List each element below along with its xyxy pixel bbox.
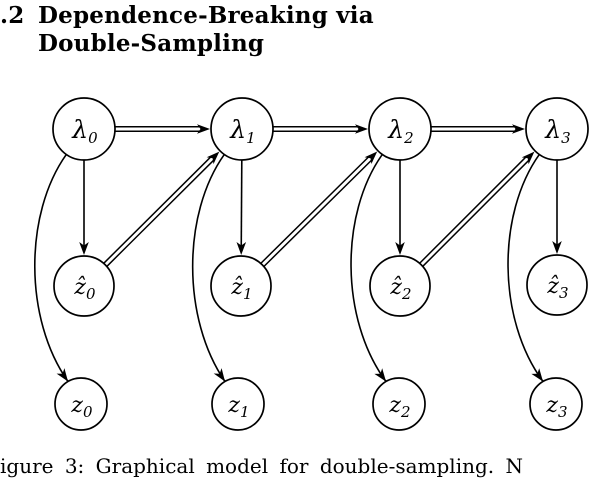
graph-node-label-l1: λ1 bbox=[229, 115, 255, 147]
edge-l3-zh3-arrowhead bbox=[552, 241, 562, 254]
section-number: .2 bbox=[0, 2, 25, 29]
edge-l1-l2-arrowhead bbox=[355, 124, 368, 134]
graph-node-l0: λ0 bbox=[52, 97, 116, 161]
edge-l1-zh1-arrowhead bbox=[236, 242, 247, 255]
graph-node-circle-l2 bbox=[368, 97, 432, 161]
graph-node-label-l3: λ3 bbox=[544, 115, 570, 147]
graph-node-l2: λ2 bbox=[368, 97, 432, 161]
edge-zh0-l1-arrowhead bbox=[206, 151, 220, 165]
graph-node-z3: z3 bbox=[529, 377, 583, 431]
graph-node-label-zh3: ẑ3 bbox=[546, 274, 568, 302]
graph-node-circle-l1 bbox=[210, 97, 274, 161]
edge-l2-z2-curve bbox=[350, 153, 387, 382]
edge-l1-z1-curve bbox=[191, 153, 226, 382]
graph-node-circle-zh0 bbox=[53, 255, 115, 317]
edge-l3-z3-curve bbox=[507, 153, 544, 382]
graph-node-circle-z2 bbox=[372, 377, 426, 431]
graph-node-label-l0: λ0 bbox=[71, 115, 98, 147]
graph-node-circle-zh3 bbox=[526, 254, 588, 316]
edge-l2-z2-arrowhead bbox=[374, 368, 386, 382]
graph-node-circle-l0 bbox=[52, 97, 116, 161]
graph-node-z2: z2 bbox=[372, 377, 426, 431]
edge-l3-z3-arrowhead bbox=[531, 368, 543, 382]
edge-zh2-l3-arrowhead bbox=[521, 151, 535, 165]
graph-node-label-z2: z2 bbox=[388, 393, 410, 421]
graph-node-label-z0: z0 bbox=[70, 393, 93, 421]
graph-node-z1: z1 bbox=[211, 377, 265, 431]
graph-node-zh0: ẑ0 bbox=[53, 255, 115, 317]
edge-l0-zh0-arrowhead bbox=[79, 242, 89, 255]
graph-node-circle-z0 bbox=[54, 377, 108, 431]
graph-node-zh3: ẑ3 bbox=[526, 254, 588, 316]
graph-node-circle-zh2 bbox=[369, 255, 431, 317]
graph-node-circle-zh1 bbox=[210, 255, 272, 317]
edge-zh0-l1-line2 bbox=[103, 155, 212, 264]
edge-l0-l1-arrowhead bbox=[197, 124, 210, 134]
graph-node-label-zh2: ẑ2 bbox=[389, 275, 411, 303]
graph-node-l1: λ1 bbox=[210, 97, 274, 161]
graph-node-l3: λ3 bbox=[525, 97, 589, 161]
edge-l0-z0-curve bbox=[33, 153, 69, 382]
edge-l2-l3-arrowhead bbox=[512, 124, 525, 134]
graph-node-label-zh0: ẑ0 bbox=[73, 275, 96, 303]
edge-zh1-l2-line2 bbox=[260, 155, 370, 264]
edge-l2-zh2-arrowhead bbox=[395, 242, 405, 255]
graph-node-z0: z0 bbox=[54, 377, 108, 431]
edge-zh0-l1-line1 bbox=[106, 158, 215, 267]
section-title-line1: Dependence-Breaking via bbox=[38, 2, 374, 29]
graph-node-circle-z3 bbox=[529, 377, 583, 431]
edge-zh1-l2-arrowhead bbox=[364, 151, 378, 164]
graphical-model-figure: λ0 λ1 λ2 λ3 ẑ0 ẑ1 ẑ2 ẑ3 z0 z1 z2 z3 bbox=[33, 97, 589, 431]
graph-node-zh1: ẑ1 bbox=[210, 255, 272, 317]
edge-zh2-l3-line2 bbox=[419, 155, 527, 264]
edge-l1-z1-arrowhead bbox=[213, 368, 225, 382]
graph-node-label-l2: λ2 bbox=[387, 115, 413, 147]
graph-node-label-zh1: ẑ1 bbox=[230, 275, 252, 303]
graph-node-label-z3: z3 bbox=[545, 393, 567, 421]
edge-zh1-l2-line1 bbox=[263, 158, 373, 268]
graph-node-circle-l3 bbox=[525, 97, 589, 161]
graph-node-zh2: ẑ2 bbox=[369, 255, 431, 317]
edge-l1-zh1-line bbox=[240, 159, 243, 250]
edge-zh2-l3-line1 bbox=[422, 159, 531, 267]
graph-node-label-z1: z1 bbox=[227, 393, 249, 421]
edge-l0-z0-arrowhead bbox=[56, 368, 68, 382]
figure-caption: igure 3: Graphical model for double-samp… bbox=[0, 454, 523, 478]
graph-node-circle-z1 bbox=[211, 377, 265, 431]
section-title-line2: Double-Sampling bbox=[38, 30, 265, 57]
